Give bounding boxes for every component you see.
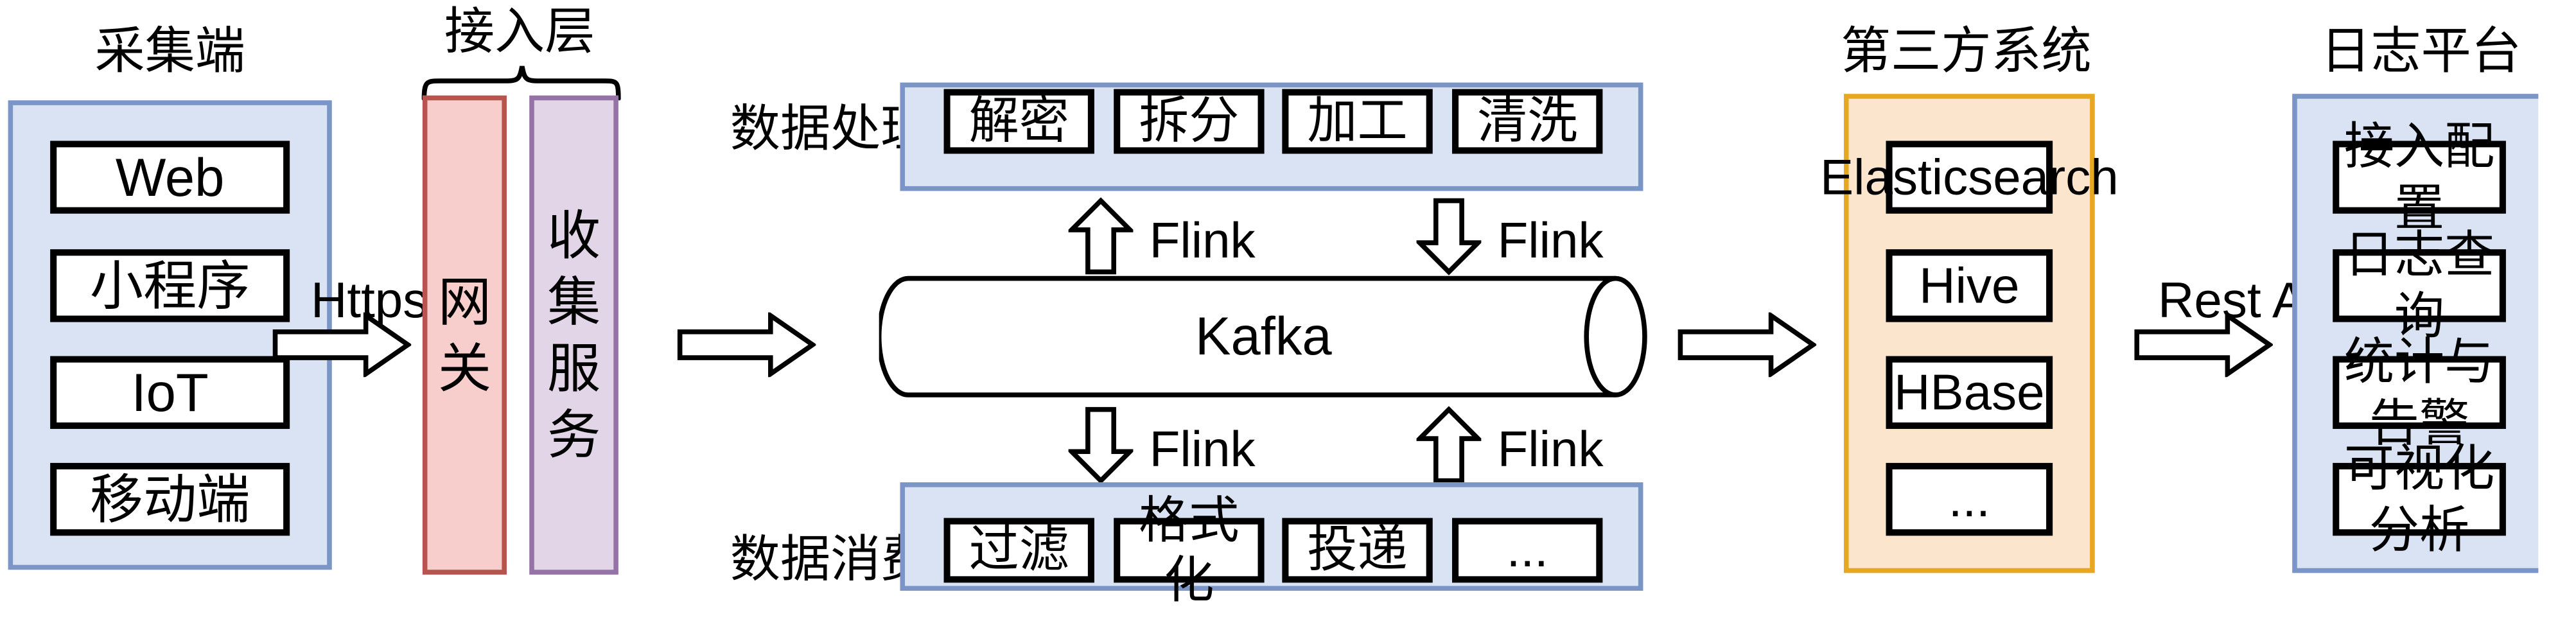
edge-label-flink-up-right: Flink (1497, 421, 1604, 478)
caption-third-party: 第三方系统 (1840, 22, 2092, 80)
processing-item-split[interactable]: 拆分 (1114, 89, 1265, 154)
processing-item-clean[interactable]: 清洗 (1451, 89, 1603, 154)
processing-item-process[interactable]: 加工 (1282, 89, 1433, 154)
caption-collection: 采集端 (94, 22, 245, 80)
arrow-https-right (272, 312, 412, 378)
collection-item-iot[interactable]: IoT (50, 356, 290, 429)
kafka-cylinder[interactable]: Kafka (879, 272, 1648, 401)
third-party-item-hbase[interactable]: HBase (1886, 356, 2053, 429)
log-platform-item-log-query[interactable]: 日志查询 (2333, 227, 2506, 344)
log-platform-item-visual-analysis[interactable]: 可视化分析 (2333, 440, 2506, 557)
access-layer-brace (421, 65, 623, 101)
edge-label-flink-down-right: Flink (1497, 212, 1604, 269)
consumption-item-filter[interactable]: 过滤 (943, 518, 1094, 583)
third-party-item-hive[interactable]: Hive (1886, 249, 2053, 322)
consumption-item-deliver[interactable]: 投递 (1282, 518, 1433, 583)
third-party-item-more[interactable]: ... (1886, 462, 2053, 536)
caption-log-platform: 日志平台 (2320, 22, 2521, 80)
consumption-item-format[interactable]: 格式化 (1114, 492, 1265, 609)
caption-access: 接入层 (444, 3, 595, 60)
collection-item-miniprogram[interactable]: 小程序 (50, 249, 290, 322)
edge-label-flink-down-left: Flink (1149, 421, 1256, 478)
access-bar-collect-service[interactable]: 收集服务 (529, 95, 618, 575)
third-party-item-elasticsearch[interactable]: Elasticsearch (1820, 141, 2119, 214)
edge-label-flink-up-left: Flink (1149, 212, 1256, 269)
processing-item-decrypt[interactable]: 解密 (943, 89, 1094, 154)
arrow-flink-up-right (1416, 406, 1482, 484)
arrow-flink-up-left (1068, 197, 1134, 275)
arrow-flink-down-right (1416, 198, 1482, 275)
arrow-flink-down-left (1068, 406, 1134, 484)
arrow-rest-api-right (2134, 312, 2273, 378)
log-platform-item-access-config[interactable]: 接入配置 (2333, 119, 2506, 236)
collection-item-web[interactable]: Web (50, 141, 290, 214)
collection-item-mobile[interactable]: 移动端 (50, 462, 290, 536)
access-bar-gateway[interactable]: 网关 (422, 95, 507, 575)
arrow-access-to-kafka (677, 312, 816, 378)
consumption-item-more[interactable]: ... (1451, 518, 1603, 583)
arrow-kafka-to-third-party (1677, 312, 1817, 378)
log-platform-item-stats-alert[interactable]: 统计与告警 (2333, 334, 2506, 451)
